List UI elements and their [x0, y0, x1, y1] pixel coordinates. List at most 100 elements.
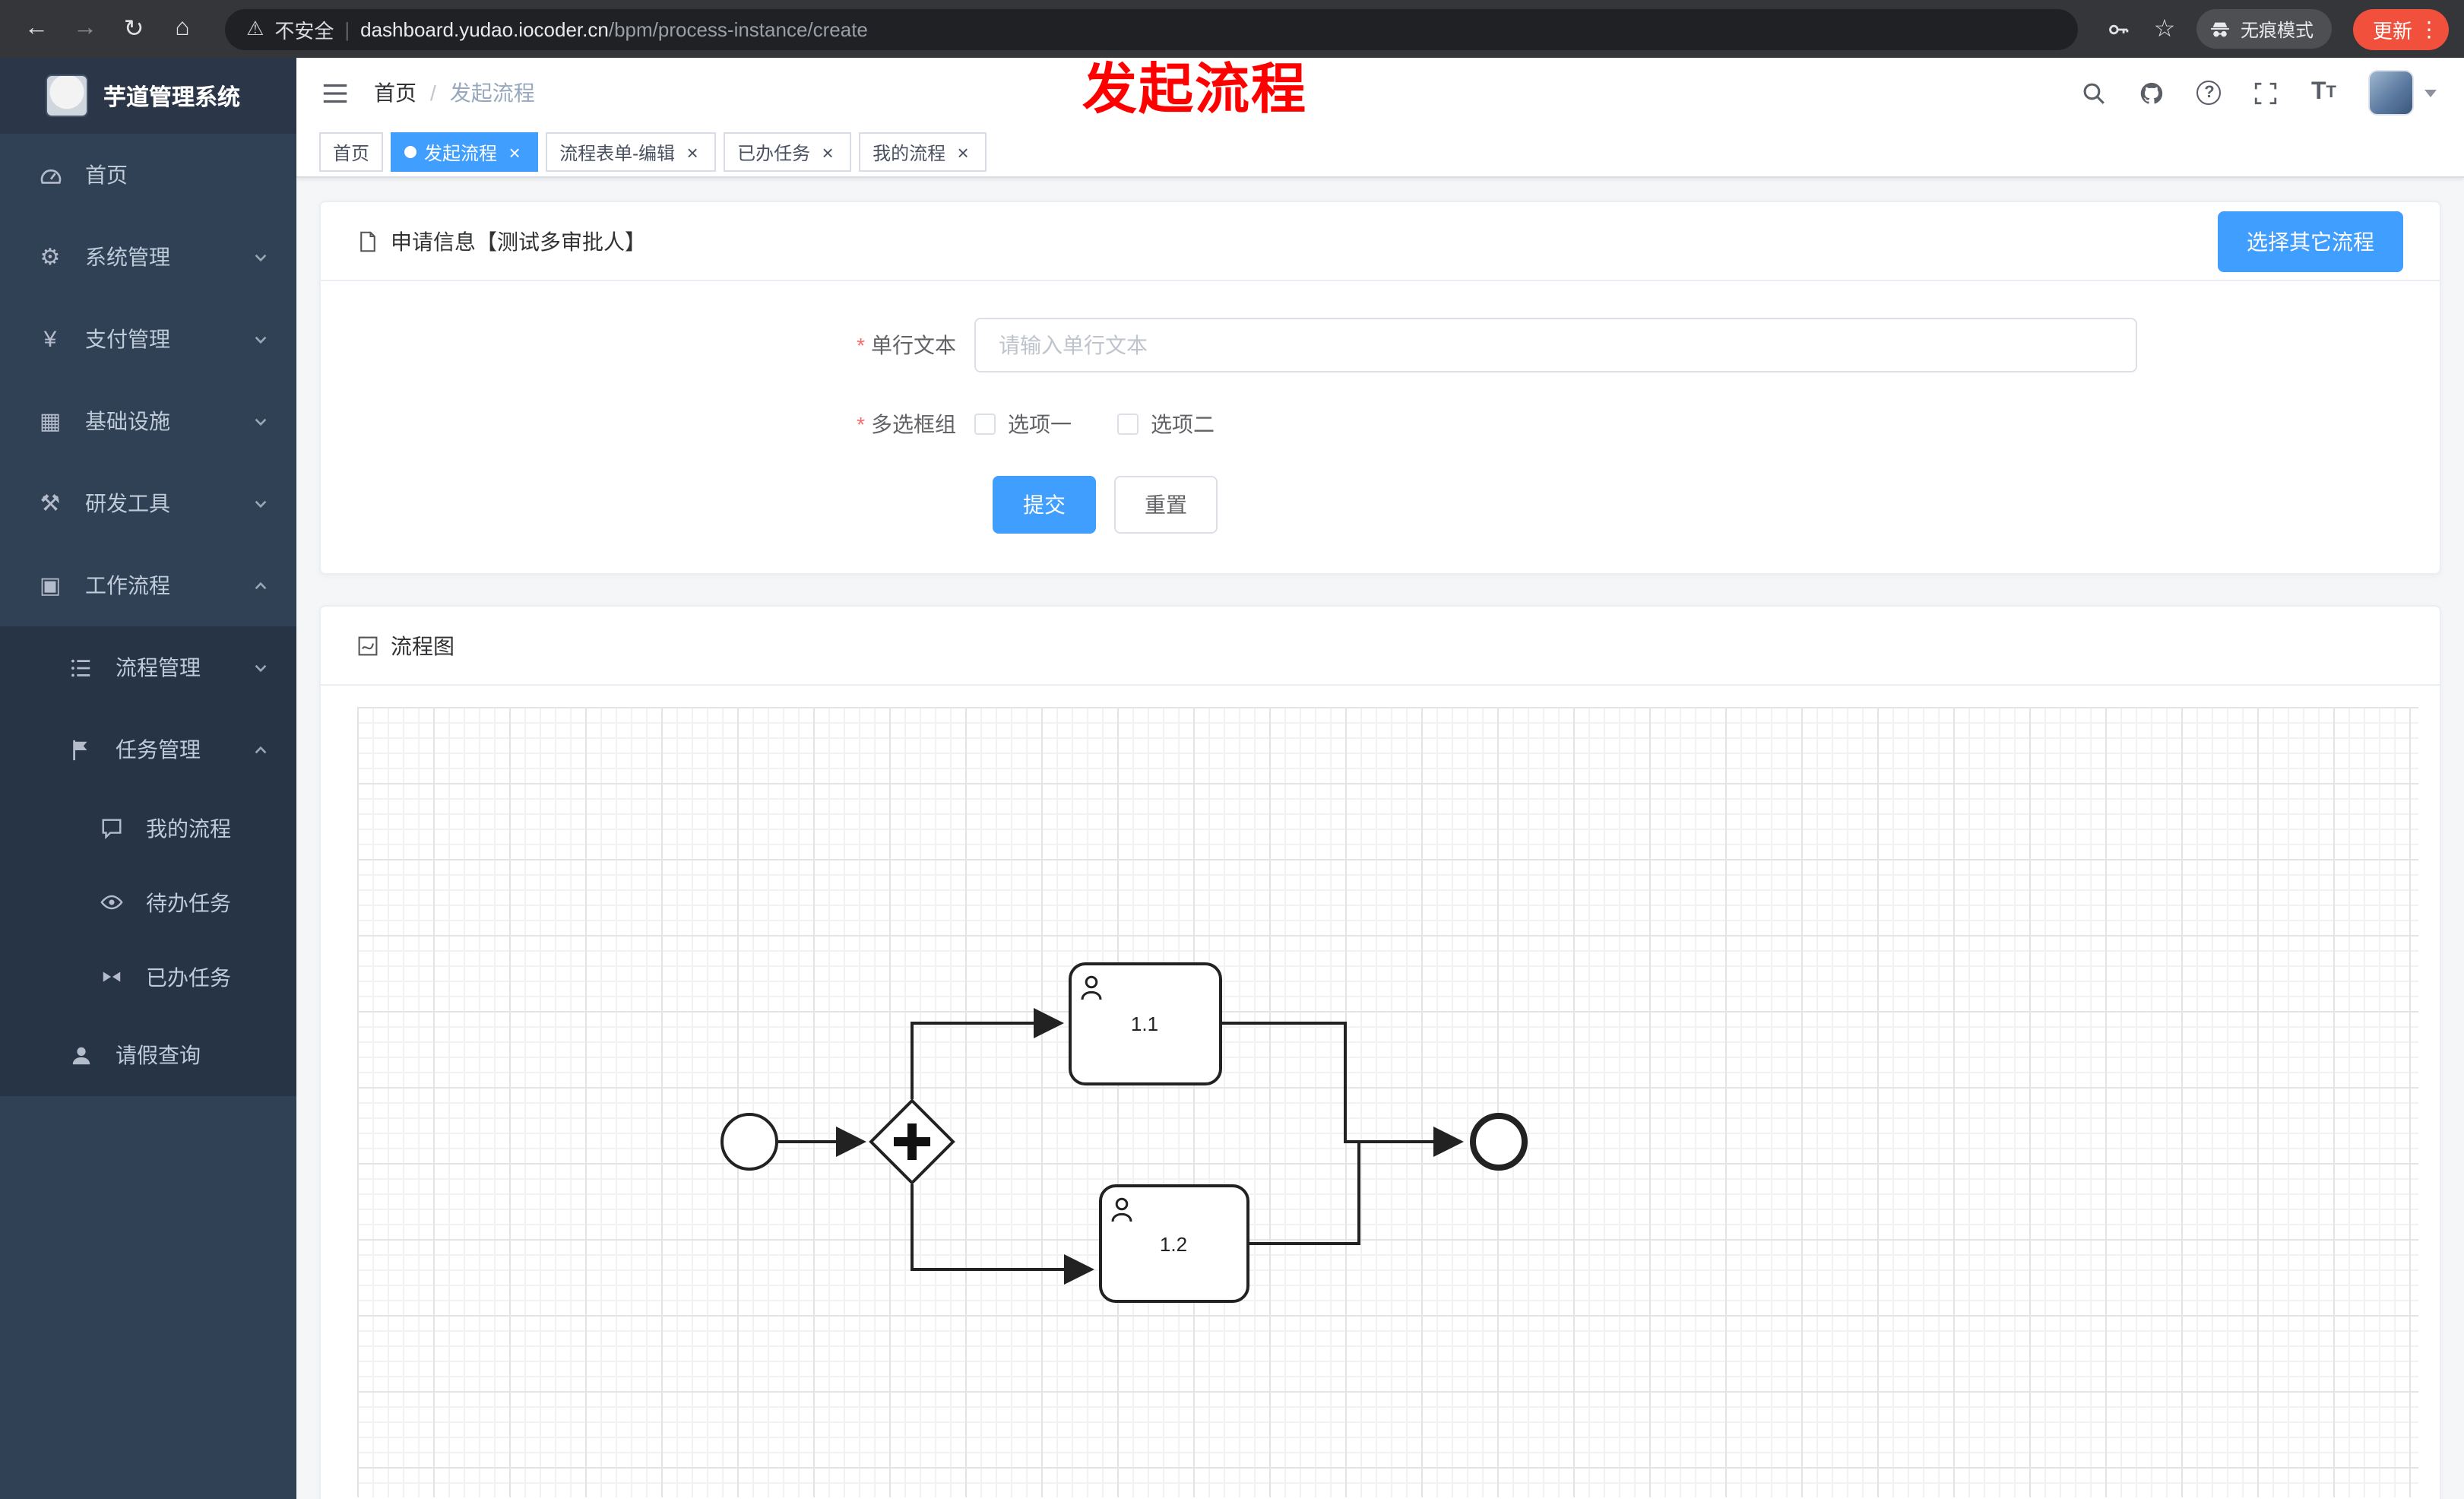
sidebar-item-workflow[interactable]: ▣ 工作流程: [0, 544, 296, 626]
sidebar-item-label: 研发工具: [85, 491, 170, 515]
help-icon[interactable]: ?: [2196, 81, 2222, 105]
task-label: 1.2: [1160, 1233, 1187, 1256]
workflow-submenu: 流程管理 任务管理 我的流程: [0, 626, 296, 1096]
flowchart-icon: [357, 635, 378, 656]
close-icon[interactable]: ×: [822, 141, 834, 163]
bpmn-diagram: 1.1 1.2: [721, 962, 1528, 1303]
apply-info-card: 申请信息【测试多审批人】 选择其它流程 *单行文本 *多选框组: [319, 201, 2441, 575]
sidebar-logo[interactable]: 芋道管理系统: [0, 58, 296, 134]
dashboard-icon: [33, 163, 67, 186]
text-field-row: *单行文本: [357, 318, 2403, 372]
sidebar-item-home[interactable]: 首页: [0, 134, 296, 216]
checkbox-label: 选项二: [1151, 412, 1215, 436]
sidebar-item-label: 待办任务: [146, 890, 231, 914]
red-annotation-text: 发起流程: [1082, 58, 1308, 120]
fullscreen-icon[interactable]: [2253, 80, 2279, 106]
sidebar-item-process-management[interactable]: 流程管理: [0, 626, 296, 708]
select-other-process-button[interactable]: 选择其它流程: [2218, 211, 2403, 271]
single-line-text-input[interactable]: [974, 318, 2137, 372]
flag-icon: [64, 738, 97, 761]
checkbox-field-label: *多选框组: [857, 412, 956, 436]
address-bar[interactable]: ⚠ 不安全 | dashboard.yudao.iocoder.cn/bpm/p…: [225, 8, 2078, 49]
required-asterisk: *: [857, 333, 865, 357]
sidebar-collapse-icon[interactable]: [321, 78, 350, 107]
browser-update-button[interactable]: 更新 ⋮: [2352, 8, 2449, 49]
start-event: [721, 1113, 778, 1171]
tools-icon: ⚒: [40, 491, 61, 517]
browser-reload-button[interactable]: ↻: [123, 17, 144, 43]
chevron-down-icon: [252, 495, 269, 512]
tags-view-bar: 首页 发起流程 × 流程表单-编辑 × 已办任务 × 我的流程 ×: [296, 128, 2464, 178]
checkbox-option-1[interactable]: 选项一: [974, 409, 1072, 439]
gear-icon: ⚙: [40, 245, 61, 271]
browser-back-button[interactable]: ←: [24, 15, 49, 41]
security-label[interactable]: 不安全: [274, 19, 334, 42]
reset-button[interactable]: 重置: [1114, 476, 1218, 534]
chevron-down-icon: [252, 331, 269, 347]
checkbox-group: 选项一 选项二: [974, 409, 1215, 439]
user-menu[interactable]: [2368, 70, 2437, 116]
sidebar-item-task-management[interactable]: 任务管理: [0, 708, 296, 791]
incognito-icon: [2211, 21, 2229, 36]
page-url[interactable]: dashboard.yudao.iocoder.cn/bpm/process-i…: [360, 17, 868, 40]
sidebar-item-system[interactable]: ⚙ 系统管理: [0, 216, 296, 298]
sidebar-item-done-tasks[interactable]: 已办任务: [0, 940, 296, 1014]
chevron-down-icon: [252, 249, 269, 265]
active-dot-icon: [404, 146, 417, 158]
bpmn-canvas[interactable]: 1.1 1.2: [357, 707, 2418, 1497]
incognito-label: 无痕模式: [2240, 19, 2314, 40]
close-icon[interactable]: ×: [957, 141, 969, 163]
tab-start-process[interactable]: 发起流程 ×: [391, 132, 539, 172]
sidebar-item-label: 首页: [85, 163, 128, 187]
sidebar-item-label: 请假查询: [116, 1043, 201, 1067]
bookmark-star-icon[interactable]: ☆: [2153, 17, 2176, 43]
grid-icon: ▦: [39, 409, 62, 435]
end-event: [1470, 1113, 1528, 1171]
github-icon[interactable]: [2139, 80, 2165, 106]
user-avatar[interactable]: [2368, 70, 2414, 116]
sidebar-item-leave-query[interactable]: 请假查询: [0, 1014, 296, 1096]
sidebar-item-payment[interactable]: ¥ 支付管理: [0, 298, 296, 380]
submit-button[interactable]: 提交: [993, 476, 1096, 534]
close-icon[interactable]: ×: [686, 141, 698, 163]
logo-avatar: [46, 74, 88, 117]
tab-label: 流程表单-编辑: [559, 142, 676, 163]
text-field-label: *单行文本: [857, 333, 956, 357]
warning-icon: ⚠: [246, 17, 264, 40]
sidebar-item-devtools[interactable]: ⚒ 研发工具: [0, 462, 296, 544]
tab-form-edit[interactable]: 流程表单-编辑 ×: [546, 132, 717, 172]
tab-my-processes[interactable]: 我的流程 ×: [859, 132, 987, 172]
incognito-badge: 无痕模式: [2196, 9, 2332, 49]
yen-icon: ¥: [43, 326, 57, 352]
app-title: 芋道管理系统: [103, 84, 241, 110]
parallel-gateway: [869, 1098, 955, 1185]
checkbox-option-2[interactable]: 选项二: [1117, 409, 1215, 439]
sidebar-item-infrastructure[interactable]: ▦ 基础设施: [0, 380, 296, 462]
chevron-up-icon: [252, 577, 269, 594]
close-icon[interactable]: ×: [508, 141, 521, 163]
breadcrumb-home[interactable]: 首页: [374, 81, 416, 105]
checkbox-icon[interactable]: [1117, 414, 1139, 435]
browser-forward-button[interactable]: →: [73, 15, 97, 41]
password-key-icon[interactable]: [2099, 9, 2139, 49]
tab-home[interactable]: 首页: [319, 132, 384, 172]
sidebar-item-my-processes[interactable]: 我的流程: [0, 791, 296, 865]
tab-done-tasks[interactable]: 已办任务 ×: [724, 132, 852, 172]
page-content: 申请信息【测试多审批人】 选择其它流程 *单行文本 *多选框组: [296, 178, 2464, 1499]
sidebar-item-label: 基础设施: [85, 409, 170, 433]
clipboard-icon: ▣: [39, 573, 62, 599]
browser-menu-icon[interactable]: ⋮: [2418, 16, 2440, 40]
app-shell: 芋道管理系统 首页 ⚙ 系统管理 ¥ 支付管理 ▦ 基础设施: [0, 58, 2464, 1499]
sidebar-item-label: 我的流程: [146, 816, 231, 840]
sidebar-item-todo-tasks[interactable]: 待办任务: [0, 865, 296, 940]
browser-home-button[interactable]: ⌂: [175, 15, 190, 41]
flow-task2-to-end: [1249, 1140, 1461, 1245]
checkbox-icon[interactable]: [974, 414, 996, 435]
breadcrumb: 首页 / 发起流程: [374, 78, 535, 108]
list-icon: [64, 656, 97, 679]
search-icon[interactable]: [2082, 80, 2108, 106]
breadcrumb-current: 发起流程: [449, 81, 535, 105]
